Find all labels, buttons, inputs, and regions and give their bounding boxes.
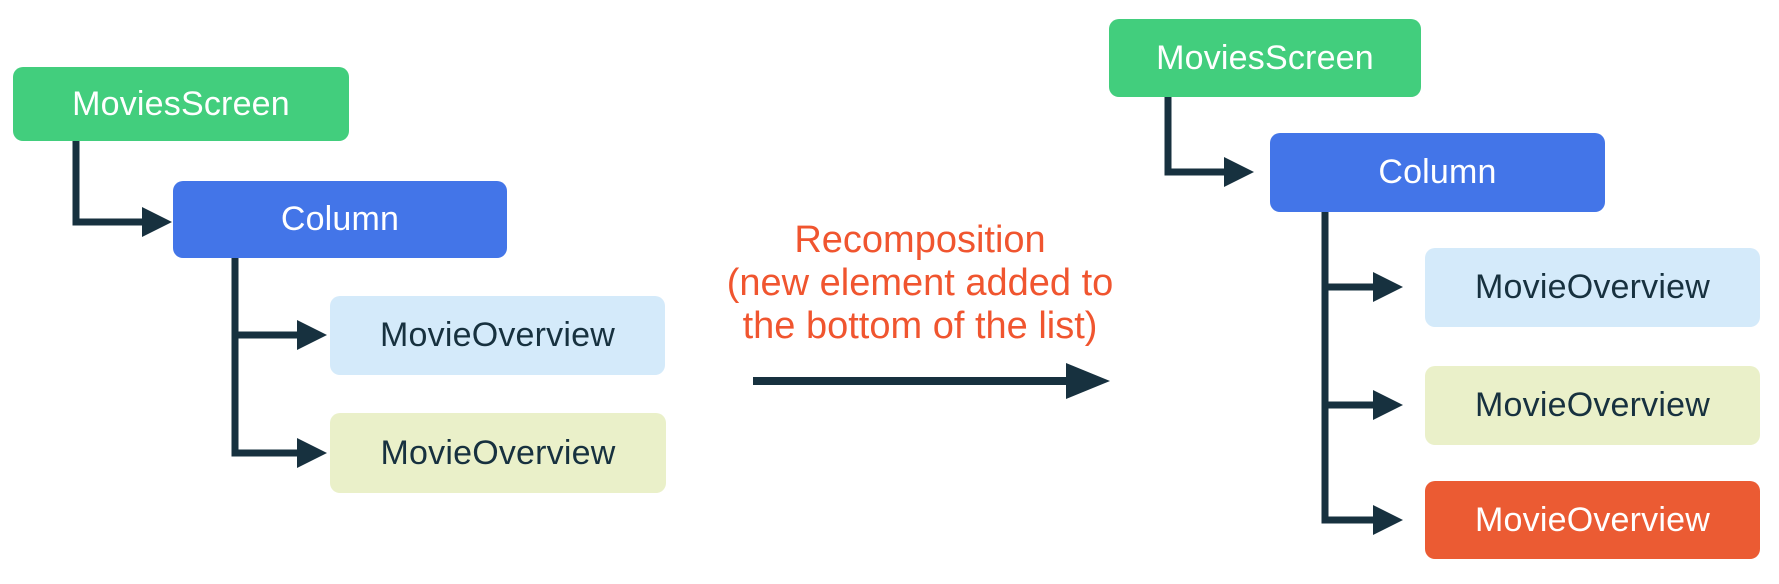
- right-child3-arrowhead: [1373, 505, 1403, 535]
- left-child1-arrowhead: [297, 320, 327, 350]
- left-movieoverview-node-2: MovieOverview: [330, 413, 666, 493]
- left-column-children-trunk: [231, 258, 299, 457]
- recomposition-label-line-3: the bottom of the list): [742, 305, 1098, 347]
- left-moviesscreen-node: MoviesScreen: [13, 67, 349, 141]
- right-root-to-column-arrowhead: [1224, 157, 1254, 187]
- left-root-to-column-connector: [72, 141, 144, 226]
- left-root-to-column-arrowhead: [142, 207, 172, 237]
- left-movieoverview-node-1: MovieOverview: [330, 296, 665, 375]
- right-column-node: Column: [1270, 133, 1605, 212]
- left-column-node: Column: [173, 181, 507, 258]
- right-child1-arrowhead: [1373, 272, 1403, 302]
- recomposition-arrow-head: [1066, 363, 1110, 399]
- right-movieoverview-node-1: MovieOverview: [1425, 248, 1760, 327]
- recomposition-label-line-1: Recomposition: [794, 219, 1046, 261]
- right-movieoverview-node-2: MovieOverview: [1425, 366, 1760, 445]
- right-column-children-trunk: [1321, 212, 1375, 524]
- right-root-to-column-connector: [1164, 97, 1226, 176]
- right-moviesscreen-node: MoviesScreen: [1109, 19, 1421, 97]
- recomposition-label-line-2: (new element added to: [726, 262, 1114, 304]
- left-child2-arrowhead: [297, 438, 327, 468]
- right-movieoverview-node-3-new: MovieOverview: [1425, 481, 1760, 559]
- right-child2-arrowhead: [1373, 390, 1403, 420]
- recomposition-label: Recomposition (new element added to the …: [660, 219, 1180, 348]
